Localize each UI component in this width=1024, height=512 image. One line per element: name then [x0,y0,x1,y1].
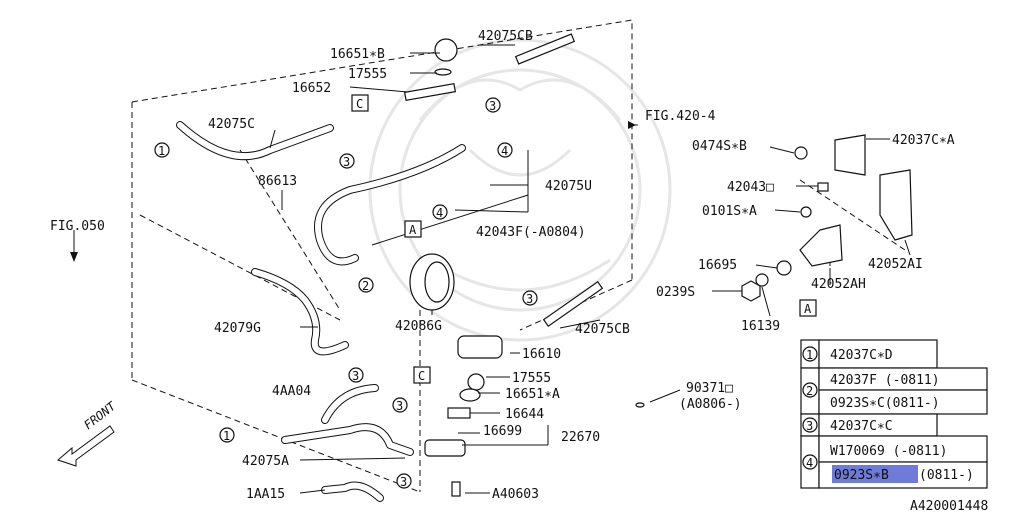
label-86613: 86613 [258,174,297,189]
label-42043D: 42043□ [727,180,774,195]
legend-highlight[interactable] [832,465,918,483]
legend-entry-3a: 42037C∗C [830,419,893,434]
label-42086G: 42086G [395,319,442,334]
ref-c: C [418,369,425,383]
label-fig420: FIG.420-4 [645,109,716,124]
diagram-id: A420001448 [910,499,988,512]
label-fig050: FIG.050 [50,219,105,234]
legend-entry-4b-suffix: (0811-) [919,468,974,483]
label-16652: 16652 [292,81,331,96]
callout-3: 3 [400,475,407,489]
legend-table: 1 42037C∗D 2 42037F (-0811) 0923S∗C(0811… [800,339,988,489]
label-42037CA: 42037C∗A [892,133,955,148]
label-42075CB-mid: 42075CB [575,322,630,337]
fig-arrows [70,121,638,262]
front-label: FRONT [81,399,119,433]
label-17555-mid: 17555 [512,371,551,386]
callout-3: 3 [343,155,350,169]
front-arrow: FRONT [57,399,119,467]
label-90371: 90371□ [686,381,733,396]
label-1AA15: 1AA15 [246,487,285,502]
label-4AA04: 4AA04 [272,384,311,399]
label-16644: 16644 [505,407,544,422]
hoses [176,121,466,502]
ref-a: A [804,302,812,316]
ref-boxes: C A C A [351,94,817,384]
label-0101S: 0101S∗A [702,204,757,219]
label-16695: 16695 [698,258,737,273]
label-17555-top: 17555 [348,67,387,82]
label-42079G: 42079G [214,321,261,336]
label-22670: 22670 [561,430,600,445]
ref-a: A [409,223,417,237]
callout-3: 3 [526,292,533,306]
callouts: 1 3 3 4 4 2 3 3 3 1 3 [154,97,538,489]
legend-entry-2a: 42037F (-0811) [830,373,940,388]
callout-1: 1 [223,429,230,443]
label-16699: 16699 [483,424,522,439]
callout-2: 2 [362,279,369,293]
legend-entry-4a: W170069 (-0811) [830,444,947,459]
part-labels: 16651∗B 42075CB 17555 16652 42075C 86613… [50,29,955,502]
legend-num-2: 2 [806,384,813,398]
label-0474S: 0474S∗B [692,139,747,154]
legend-num-1: 1 [806,348,813,362]
callout-3: 3 [396,399,403,413]
callout-3: 3 [489,99,496,113]
ref-c: C [356,97,363,111]
label-42052AH: 42052AH [811,277,866,292]
label-42075C: 42075C [208,117,255,132]
legend-entry-4b-highlighted[interactable]: 0923S∗B [834,468,889,483]
label-42075CB-top: 42075CB [478,29,533,44]
label-0239S: 0239S [656,285,695,300]
callout-1: 1 [158,144,165,158]
label-90371-range: (A0806-) [679,397,742,412]
label-16651B: 16651∗B [330,47,385,62]
label-16651A: 16651∗A [505,387,560,402]
leader-lines [269,44,911,494]
bracket-assembly [741,134,913,302]
pipe-parts [403,33,645,497]
legend-entry-2b: 0923S∗C(0811-) [830,396,940,411]
label-42043F: 42043F(-A0804) [476,225,586,240]
callout-3: 3 [352,369,359,383]
label-42075A: 42075A [242,454,289,469]
label-42052AI: 42052AI [868,257,923,272]
label-42075U: 42075U [545,179,592,194]
legend-entry-1a: 42037C∗D [830,348,893,363]
watermark-emblem [368,38,672,342]
label-A40603: A40603 [492,487,539,502]
callout-4: 4 [436,206,443,220]
label-16610: 16610 [522,347,561,362]
label-16139: 16139 [741,319,780,334]
legend-num-3: 3 [806,419,813,433]
legend-num-4: 4 [806,456,813,470]
callout-4: 4 [501,144,508,158]
